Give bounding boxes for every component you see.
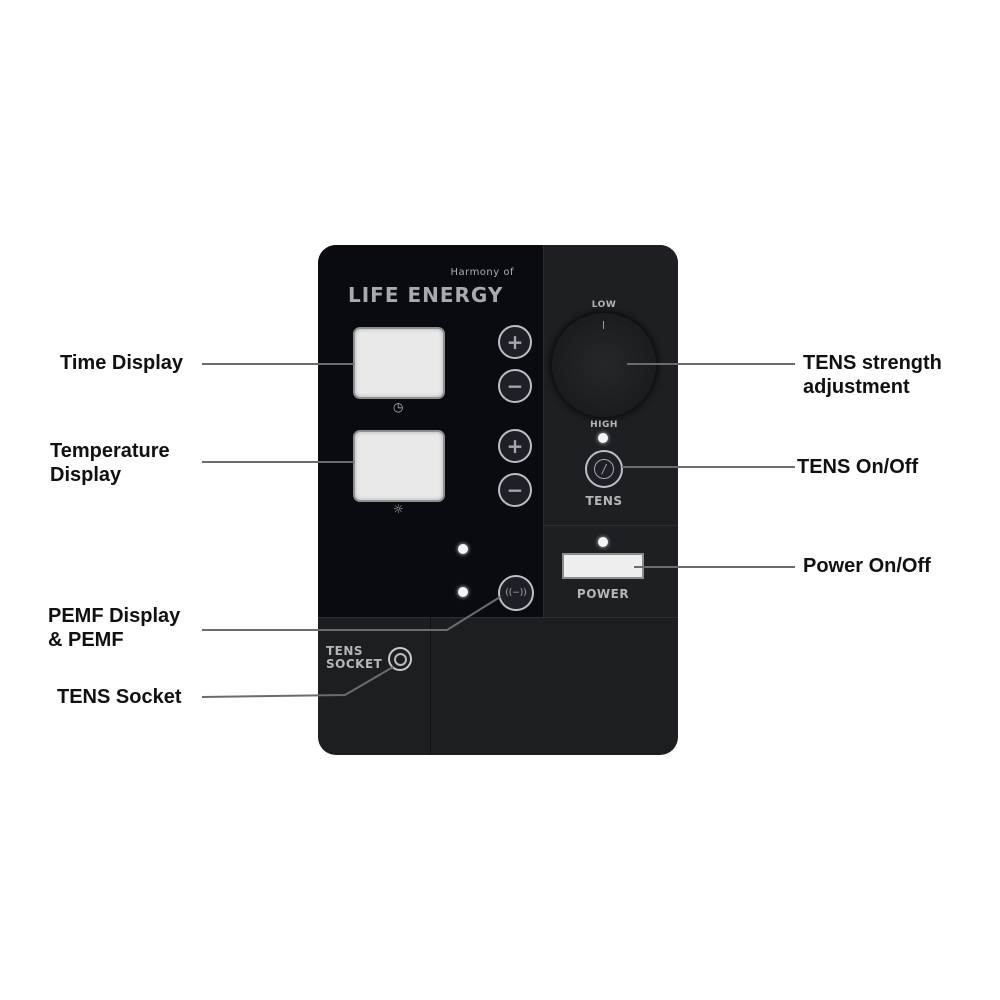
pemf-led-1 [458, 544, 468, 554]
callout-tens-onoff: TENS On/Off [797, 456, 919, 478]
knob-low-label: LOW [591, 300, 617, 310]
callout-power-onoff: Power On/Off [803, 555, 931, 577]
minus-icon: − [506, 478, 524, 502]
brand-subtitle: Harmony of [450, 267, 514, 278]
tens-socket[interactable] [388, 647, 412, 671]
pemf-led-2 [458, 587, 468, 597]
clock-icon: ◷ [393, 400, 404, 414]
tens-power-icon: / [594, 459, 614, 479]
callout-pemf-line2: & PEMF [48, 629, 124, 651]
power-led [598, 537, 608, 547]
tens-socket-label-line1: TENS [326, 644, 364, 658]
pemf-button[interactable]: ((−)) [498, 575, 534, 611]
callout-temperature-display: Temperature Display [50, 439, 170, 487]
temperature-display-screen [353, 430, 445, 502]
power-label: POWER [576, 587, 630, 601]
callout-temperature-line2: Display [50, 464, 122, 486]
plus-icon: + [506, 330, 524, 354]
temperature-minus-button[interactable]: − [498, 473, 532, 507]
pemf-leader [202, 596, 501, 631]
temperature-plus-button[interactable]: + [498, 429, 532, 463]
knob-high-label: HIGH [590, 420, 618, 430]
callout-tens-strength-line1: TENS strength [803, 352, 942, 374]
tens-socket-leader [201, 666, 394, 698]
callout-tens-socket: TENS Socket [57, 686, 182, 708]
sun-icon: ☼ [393, 502, 404, 516]
socket-ring-icon [393, 652, 407, 666]
pemf-wave-icon: ((−)) [505, 587, 527, 598]
divider [430, 617, 431, 755]
control-panel: Harmony of LIFE ENERGY ◷ + − ☼ + − ((−))… [318, 245, 678, 755]
callout-tens-strength: TENS strength adjustment [803, 351, 942, 399]
callout-time-display: Time Display [60, 352, 184, 374]
callout-temperature-line1: Temperature [50, 440, 170, 462]
divider [318, 617, 678, 618]
tens-led [598, 433, 608, 443]
brand-title: LIFE ENERGY [348, 283, 504, 307]
tens-socket-label-line2: SOCKET [326, 657, 383, 671]
tens-socket-label: TENS SOCKET [326, 645, 382, 671]
callout-pemf: PEMF Display & PEMF [48, 604, 180, 652]
callout-pemf-line1: PEMF Display [48, 605, 181, 627]
knob-indicator [603, 321, 604, 329]
time-plus-button[interactable]: + [498, 325, 532, 359]
minus-icon: − [506, 374, 524, 398]
tens-onoff-button[interactable]: / [585, 450, 623, 488]
power-button[interactable] [562, 553, 644, 579]
callout-tens-strength-line2: adjustment [803, 376, 910, 398]
plus-icon: + [506, 434, 524, 458]
time-minus-button[interactable]: − [498, 369, 532, 403]
tens-label: TENS [585, 494, 623, 508]
